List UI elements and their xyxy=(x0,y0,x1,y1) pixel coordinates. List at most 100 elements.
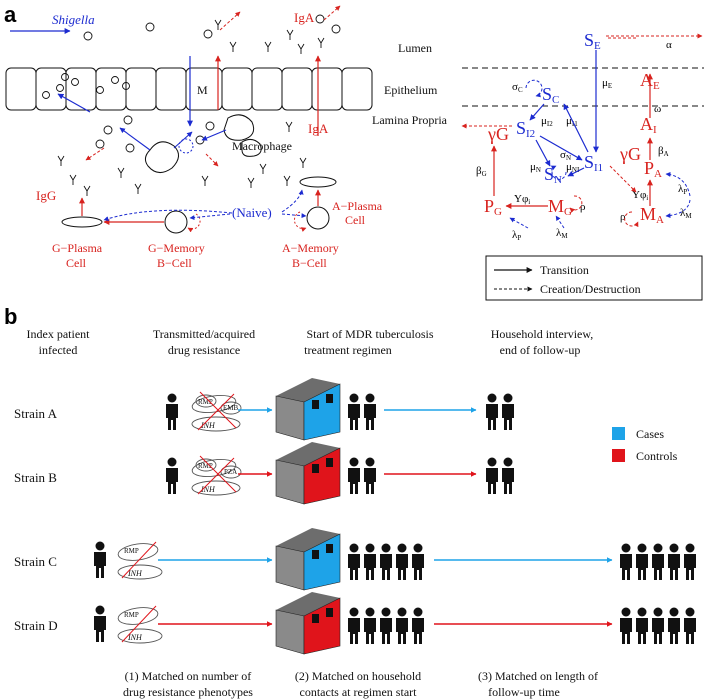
node-pa: PA xyxy=(644,158,662,180)
legend-transition: Transition xyxy=(540,263,589,277)
legend-a xyxy=(485,255,703,301)
a-memory-label-2: B−Cell xyxy=(292,256,327,270)
rate-mu-e: μE xyxy=(602,77,612,90)
a-plasma-label-1: A−Plasma xyxy=(332,199,383,213)
strain-c-label: Strain C xyxy=(14,554,57,569)
rate-beta-a: βA xyxy=(658,145,669,158)
macrophage-label: Macrophage xyxy=(232,139,292,153)
strain-d-label: Strain D xyxy=(14,618,58,633)
rate-mu-n: μN xyxy=(530,161,541,174)
footer-1-line-2: drug resistance phenotypes xyxy=(123,685,253,699)
footer-3-line-2: follow-up time xyxy=(488,685,560,699)
legend-controls: Controls xyxy=(636,449,678,463)
node-mg: MG xyxy=(548,196,572,218)
strain-b-index-person xyxy=(166,457,178,494)
rate-omega: ω xyxy=(654,103,661,115)
strain-b-drug-pza: PZA xyxy=(224,468,237,476)
a-plasma-label-2: Cell xyxy=(345,213,366,227)
node-sc: SC xyxy=(542,84,559,106)
rate-lambda-m-g: λM xyxy=(556,227,568,240)
header-2-line-1: Transmitted/acquired xyxy=(153,327,255,341)
m-cell-label: M xyxy=(197,83,208,97)
strain-b-plasmids xyxy=(191,458,242,496)
g-memory-label-2: B−Cell xyxy=(157,256,192,270)
node-se: SE xyxy=(584,30,601,52)
strain-c-drug-inh: INH xyxy=(127,569,143,578)
rate-sigma-n: σN xyxy=(560,149,571,162)
g-plasma-label-1: G−Plasma xyxy=(52,241,103,255)
strain-b-label: Strain B xyxy=(14,470,57,485)
strain-c-house xyxy=(275,528,341,591)
node-gamma-g-1: γG xyxy=(487,124,509,144)
strain-a-drug-emb: EMB xyxy=(223,404,239,412)
strain-b-drug-inh: INH xyxy=(200,485,216,494)
strain-a-house xyxy=(275,378,341,441)
rate-mu-ni: μNI xyxy=(566,161,580,174)
strain-c-drug-rmp: RMP xyxy=(124,547,139,555)
footer-2-line-1: (2) Matched on household xyxy=(295,669,421,683)
header-4-line-1: Household interview, xyxy=(491,327,594,341)
rate-rho-a: ρ xyxy=(620,211,626,223)
strain-a-drug-rmp: RMP xyxy=(198,398,213,406)
naive-label: (Naive) xyxy=(232,205,272,220)
dendritic-cell xyxy=(144,141,179,173)
footer-2-line-2: contacts at regimen start xyxy=(300,685,418,699)
strain-d-house xyxy=(275,592,341,655)
g-memory-cell-shape xyxy=(164,210,188,234)
header-1-line-2: infected xyxy=(39,343,78,357)
rate-rho-g: ρ xyxy=(580,201,586,213)
footer-3-line-1: (3) Matched on length of xyxy=(478,669,598,683)
shigella-label: Shigella xyxy=(52,12,95,27)
rate-mu-i1: μI1 xyxy=(566,115,578,128)
node-ma: MA xyxy=(640,204,664,226)
header-3-line-1: Start of MDR tuberculosis xyxy=(307,327,434,341)
legend-creation: Creation/Destruction xyxy=(540,282,641,296)
panel-b-label: b xyxy=(4,304,17,329)
iga-mid-label: IgA xyxy=(308,121,329,136)
layer-lamina: Lamina Propria xyxy=(372,113,448,127)
strain-d-drug-rmp: RMP xyxy=(124,611,139,619)
lumen-bacteria xyxy=(83,14,341,41)
rate-sigma-c: σC xyxy=(512,81,523,94)
rate-lambda-m-a: λM xyxy=(680,207,692,220)
strain-d-drug-inh: INH xyxy=(127,633,143,642)
rate-yphi-a: Yφi xyxy=(632,189,648,202)
g-plasma-cell-shape xyxy=(61,216,103,228)
header-4-line-2: end of follow-up xyxy=(500,343,581,357)
lumen-antibodies xyxy=(214,19,325,54)
footer-1-line-1: (1) Matched on number of xyxy=(125,669,252,683)
node-ai: AI xyxy=(640,114,657,136)
layer-epithelium: Epithelium xyxy=(384,83,438,97)
a-memory-label-1: A−Memory xyxy=(282,241,339,255)
layer-lumen: Lumen xyxy=(398,41,432,55)
strain-c-index-person xyxy=(94,541,106,578)
header-1-line-1: Index patient xyxy=(27,327,91,341)
iga-top-label: IgA xyxy=(294,10,315,25)
macrophage-cell xyxy=(223,114,255,141)
rate-beta-g: βG xyxy=(476,165,487,178)
node-si1: SI1 xyxy=(584,152,603,174)
rate-lambda-p-g: λP xyxy=(512,229,521,242)
a-plasma-cell-shape xyxy=(299,176,337,188)
strain-c-plasmids xyxy=(117,543,163,580)
igg-label: IgG xyxy=(36,188,56,203)
epithelium-cells xyxy=(5,67,373,111)
strain-a-index-person xyxy=(166,393,178,430)
rate-yphi-g: Yφi xyxy=(514,193,530,206)
rate-lambda-p-a: λP xyxy=(678,183,687,196)
rate-alpha: α xyxy=(666,39,672,51)
g-plasma-label-2: Cell xyxy=(66,256,87,270)
node-pg: PG xyxy=(484,196,502,218)
legend-controls-swatch xyxy=(612,449,625,462)
rate-mu-i2: μI2 xyxy=(541,115,553,128)
a-memory-cell-shape xyxy=(306,206,330,230)
node-gamma-g-2: γG xyxy=(619,144,641,164)
strain-d-index-person xyxy=(94,605,106,642)
node-sn: SN xyxy=(544,164,562,186)
panel-a-label: a xyxy=(4,2,17,27)
strain-b-house xyxy=(275,442,341,505)
legend-cases: Cases xyxy=(636,427,664,441)
header-2-line-2: drug resistance xyxy=(168,343,240,357)
g-memory-label-1: G−Memory xyxy=(148,241,205,255)
